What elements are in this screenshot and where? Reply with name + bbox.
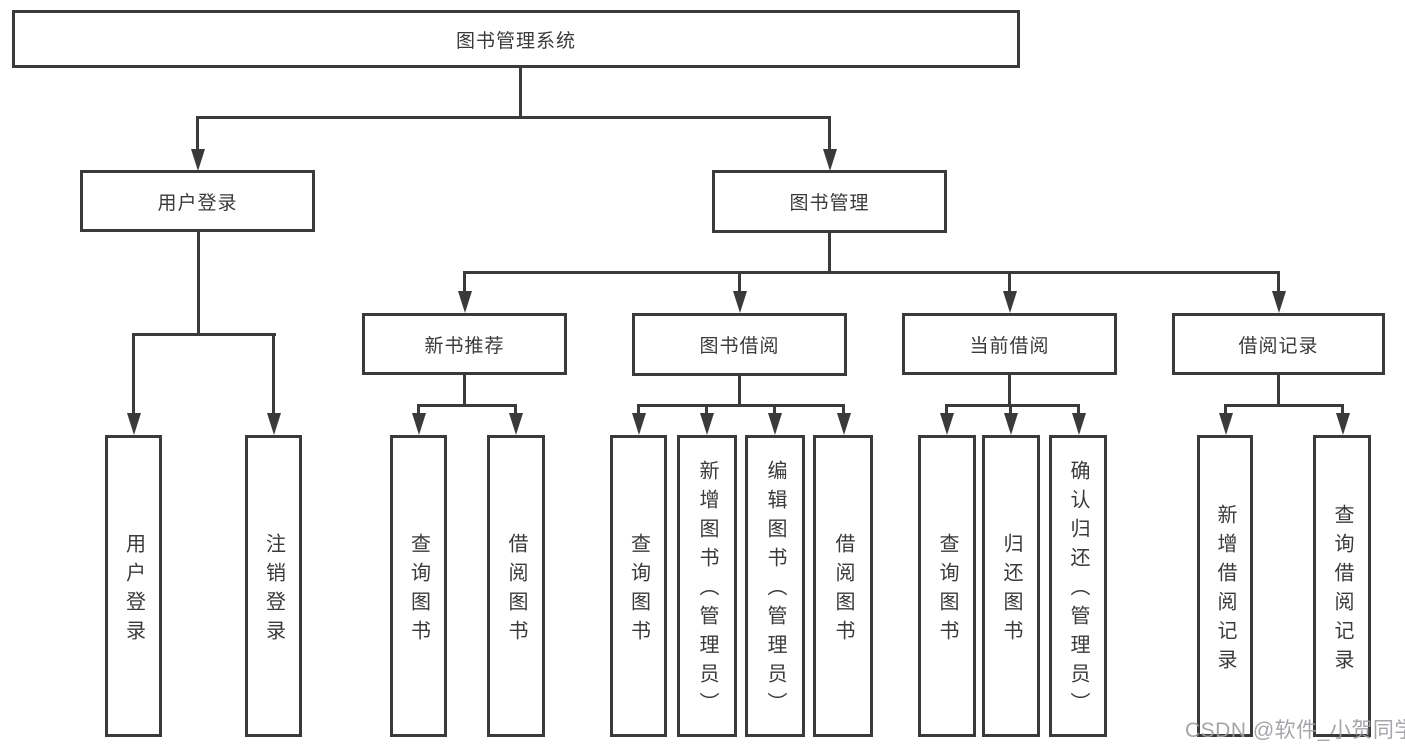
connector-line — [842, 404, 845, 415]
connector-line — [417, 404, 517, 407]
node-label: 新增借阅记录 — [1214, 503, 1236, 678]
node-label: 图书借阅 — [699, 336, 780, 357]
arrow-down-icon — [768, 413, 782, 435]
arrow-down-icon — [632, 413, 646, 435]
node-label: 查询图书 — [936, 532, 958, 649]
connector-line — [1077, 404, 1080, 415]
connector-line — [463, 271, 466, 293]
leaf-logout: 注销登录 — [245, 435, 302, 737]
connector-line — [1009, 404, 1012, 415]
node-label: 图书管理 — [789, 193, 870, 214]
connector-line — [132, 333, 276, 336]
node-current-borrowing: 当前借阅 — [902, 313, 1117, 375]
leaf-return-books: 归还图书 — [982, 435, 1040, 737]
connector-line — [828, 233, 831, 273]
arrow-down-icon — [733, 291, 747, 313]
node-book-management: 图书管理 — [712, 170, 947, 233]
connector-line — [705, 404, 708, 415]
leaf-query-books-current: 查询图书 — [918, 435, 976, 737]
arrow-down-icon — [1336, 413, 1350, 435]
node-label: 归还图书 — [1000, 532, 1022, 649]
node-label: 查询图书 — [627, 532, 650, 649]
connector-line — [1008, 271, 1011, 293]
connector-line — [637, 404, 640, 415]
connector-line — [637, 404, 845, 407]
leaf-add-books-admin: 新增图书（管理员） — [677, 435, 737, 737]
leaf-borrow-books: 借阅图书 — [813, 435, 873, 737]
connector-line — [519, 68, 522, 118]
connector-line — [1277, 375, 1280, 406]
node-book-borrowing: 图书借阅 — [632, 313, 847, 376]
arrow-down-icon — [823, 149, 837, 171]
node-label: 借阅图书 — [505, 532, 527, 649]
connector-line — [1224, 404, 1227, 415]
node-label: 新增图书（管理员） — [696, 460, 718, 721]
node-label: 注销登录 — [262, 532, 285, 649]
connector-line — [945, 404, 948, 415]
connector-line — [1277, 271, 1280, 293]
arrow-down-icon — [700, 413, 714, 435]
connector-line — [196, 116, 831, 119]
arrow-down-icon — [509, 413, 523, 435]
node-label: 新书推荐 — [424, 335, 505, 357]
connector-line — [738, 376, 741, 406]
arrow-down-icon — [1072, 413, 1086, 435]
arrow-down-icon — [127, 413, 141, 435]
arrow-down-icon — [1272, 291, 1286, 313]
connector-line — [417, 404, 420, 415]
connector-line — [773, 404, 776, 415]
connector-line — [1008, 375, 1011, 406]
connector-line — [945, 404, 1080, 407]
leaf-confirm-return-admin: 确认归还（管理员） — [1049, 435, 1107, 737]
node-label: 查询借阅记录 — [1331, 503, 1353, 678]
node-borrowing-records: 借阅记录 — [1172, 313, 1385, 375]
connector-line — [272, 333, 275, 414]
connector-line — [738, 271, 741, 293]
connector-line — [196, 116, 199, 152]
arrow-down-icon — [1003, 291, 1017, 313]
node-library-management-system: 图书管理系统 — [12, 10, 1020, 68]
leaf-query-books-borrowing: 查询图书 — [610, 435, 667, 737]
arrow-down-icon — [940, 413, 954, 435]
node-label: 借阅图书 — [832, 532, 854, 649]
leaf-edit-books-admin: 编辑图书（管理员） — [745, 435, 805, 737]
node-label: 确认归还（管理员） — [1067, 460, 1089, 721]
leaf-add-borrow-record: 新增借阅记录 — [1197, 435, 1253, 737]
leaf-borrow-books-recommend: 借阅图书 — [487, 435, 545, 737]
connector-line — [828, 116, 831, 152]
node-label: 用户登录 — [157, 192, 238, 214]
leaf-query-books-recommend: 查询图书 — [390, 435, 447, 737]
arrow-down-icon — [191, 149, 205, 171]
connector-line — [1224, 404, 1344, 407]
csdn-watermark: CSDN @软件_小贺同学 — [1185, 719, 1405, 742]
arrow-down-icon — [837, 413, 851, 435]
connector-line — [1341, 404, 1344, 415]
connector-line — [463, 271, 1280, 274]
arrow-down-icon — [412, 413, 426, 435]
node-label: 用户登录 — [122, 532, 145, 649]
node-label: 借阅记录 — [1238, 335, 1319, 357]
connector-line — [132, 333, 135, 414]
leaf-query-borrow-record: 查询借阅记录 — [1313, 435, 1371, 737]
arrow-down-icon — [458, 291, 472, 313]
node-new-book-recommendation: 新书推荐 — [362, 313, 567, 375]
node-label: 编辑图书（管理员） — [764, 460, 786, 721]
connector-line — [514, 404, 517, 415]
arrow-down-icon — [1219, 413, 1233, 435]
connector-line — [463, 375, 466, 406]
node-user-login: 用户登录 — [80, 170, 315, 232]
leaf-user-login: 用户登录 — [105, 435, 162, 737]
arrow-down-icon — [1004, 413, 1018, 435]
arrow-down-icon — [267, 413, 281, 435]
connector-line — [197, 232, 200, 335]
node-label: 图书管理系统 — [455, 30, 576, 52]
node-label: 查询图书 — [407, 532, 430, 649]
node-label: 当前借阅 — [969, 335, 1050, 357]
